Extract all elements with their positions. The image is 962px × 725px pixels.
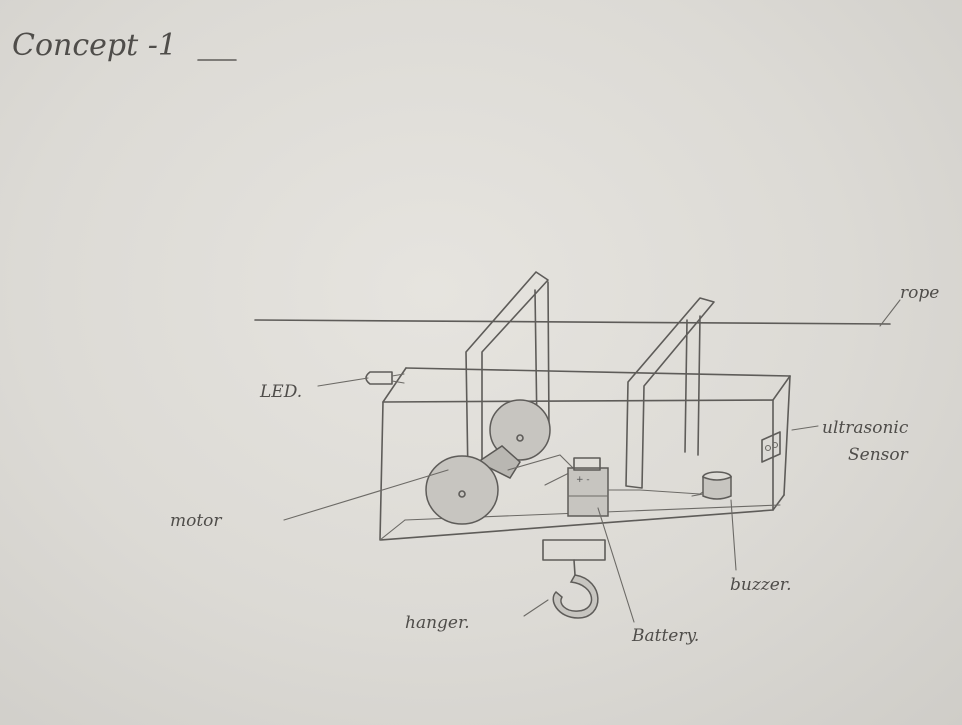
wiring — [608, 486, 712, 494]
motor-leader — [284, 470, 448, 520]
right-hanging-arm — [626, 298, 714, 488]
ultrasonic-sensor — [762, 432, 780, 462]
svg-text:+ -: + - — [576, 475, 590, 485]
battery-leader — [598, 508, 634, 622]
box-bottom-right-edge — [773, 495, 784, 510]
battery-pack: + - — [568, 458, 608, 516]
led-leader — [318, 378, 368, 386]
buzzer-leader — [731, 500, 736, 570]
led-label: LED. — [259, 382, 302, 402]
battery-label: Battery. — [631, 626, 699, 646]
hanger-leader — [524, 600, 548, 616]
ultrasonic-label: ultrasonic — [822, 418, 909, 438]
hanger-label: hanger. — [405, 613, 470, 633]
box-top-right-edge — [773, 376, 790, 400]
buzzer-component — [692, 472, 731, 499]
buzzer-label: buzzer. — [730, 575, 791, 595]
rope-line — [255, 320, 890, 324]
box-floor-left-edge — [380, 520, 405, 540]
hanger-hook — [543, 540, 605, 618]
title: Concept -1 — [12, 28, 177, 63]
motor-label: motor — [170, 511, 222, 531]
box-top-left-edge — [383, 368, 406, 402]
sensor-label: Sensor — [848, 445, 909, 465]
front-wheel — [426, 456, 498, 524]
box-top-back-edge — [406, 368, 790, 376]
box-right-back-edge — [784, 376, 790, 495]
rope-leader — [880, 300, 900, 326]
rope-label: rope — [900, 283, 939, 303]
ultrasonic-leader — [792, 426, 818, 430]
motor-assembly — [426, 400, 575, 524]
